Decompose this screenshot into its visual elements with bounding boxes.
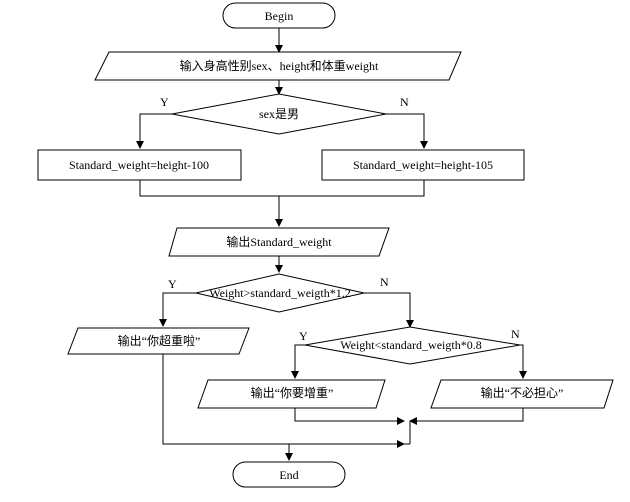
output-ok-label: 输出“不必担心” — [481, 385, 564, 400]
heavy-decision-label: Weight>standard_weigth*1.2 — [209, 286, 350, 300]
arrow-heavy-no-to-light-decision — [364, 292, 414, 328]
input-label: 输入身高性别sex、height和体重weight — [180, 58, 379, 73]
heavy-decision: Weight>standard_weigth*1.2 — [195, 273, 365, 313]
begin-terminal: Begin — [222, 2, 336, 29]
arrow-sex-yes-to-male — [136, 113, 172, 149]
output-standard-label: 输出Standard_weight — [226, 234, 332, 249]
output-overweight-box: 输出“你超重啦” — [67, 327, 250, 355]
arrow-light-no-to-ok — [519, 344, 527, 379]
arrow-to-end — [285, 443, 410, 461]
arrow-gain-to-merge — [294, 408, 405, 425]
light-decision: Weight<standard_weigth*0.8 — [304, 326, 521, 365]
light-yes-label: Y — [299, 329, 308, 343]
arrow-light-yes-to-gain — [291, 344, 305, 379]
calc-male-label: Standard_weight=height-100 — [69, 158, 209, 172]
sex-yes-label: Y — [160, 95, 169, 109]
sex-decision: sex是男 — [171, 93, 387, 135]
arrow-ok-to-merge — [409, 408, 524, 425]
sex-no-label: N — [400, 95, 409, 109]
end-label: End — [279, 468, 298, 482]
line-male-to-merge — [139, 180, 425, 197]
heavy-no-label: N — [380, 275, 389, 289]
begin-label: Begin — [265, 9, 294, 23]
output-overweight-label: 输出“你超重啦” — [118, 333, 201, 348]
light-decision-label: Weight<standard_weigth*0.8 — [340, 338, 481, 352]
arrow-sex-no-to-female — [386, 113, 428, 149]
output-gain-box: 输出“你要增重” — [197, 379, 386, 409]
sex-decision-label: sex是男 — [259, 107, 299, 121]
output-ok-box: 输出“不必担心” — [430, 379, 614, 409]
heavy-yes-label: Y — [168, 277, 177, 291]
output-gain-label: 输出“你要增重” — [251, 385, 334, 400]
calc-female-box: Standard_weight=height-105 — [321, 149, 525, 181]
input-box: 输入身高性别sex、height和体重weight — [94, 51, 462, 81]
calc-male-box: Standard_weight=height-100 — [37, 149, 242, 181]
connectors — [136, 28, 527, 461]
end-terminal: End — [232, 461, 346, 488]
arrow-heavy-yes-to-overweight — [159, 292, 196, 327]
output-standard-box: 输出Standard_weight — [168, 227, 390, 257]
light-no-label: N — [511, 327, 520, 341]
calc-female-label: Standard_weight=height-105 — [353, 158, 493, 172]
